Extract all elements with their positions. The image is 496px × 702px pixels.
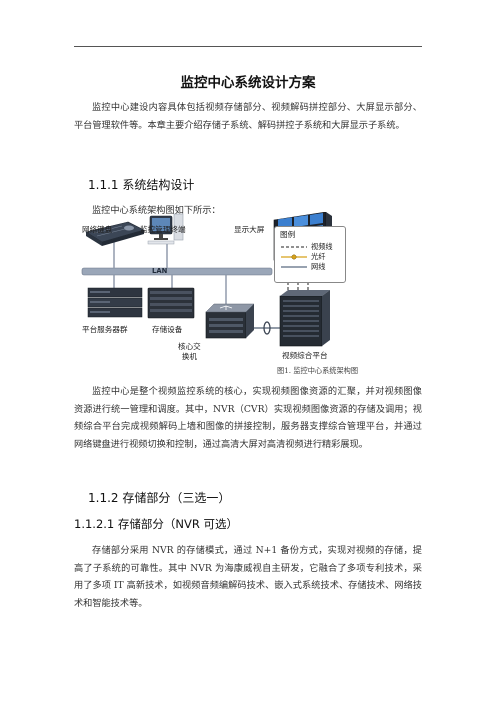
label-core-switch: 核心交 换机 xyxy=(178,342,201,361)
section-heading-1-1-2: 1.1.2 存储部分（三选一） xyxy=(88,491,231,505)
label-management-terminal: 监控管理终端 xyxy=(140,225,186,234)
management-terminal-icon xyxy=(147,213,184,245)
fiber-connector xyxy=(263,321,271,335)
storage-device-icon xyxy=(147,287,195,319)
legend-item-network: 网线 xyxy=(311,262,326,271)
section-heading-1-1-1: 1.1.1 系统结构设计 xyxy=(88,178,195,192)
server-group-icon xyxy=(87,287,143,318)
section-heading-1-1-2-1: 1.1.2.1 存储部分（NVR 可选） xyxy=(74,517,239,531)
core-switch-icon xyxy=(205,303,255,339)
architecture-diagram-graphic xyxy=(81,211,332,347)
intro-paragraph: 监控中心建设内容具体包括视频存储部分、视频解码拼控部分、大屏显示部分、平台管理软… xyxy=(74,102,422,131)
label-lan: LAN xyxy=(152,267,168,275)
legend-title: 图例 xyxy=(280,230,296,239)
label-display-wall: 显示大屏 xyxy=(234,225,265,234)
diagram-legend: 图例 视频线 光纤 网线 xyxy=(274,226,346,283)
architecture-description: 监控中心是整个视频监控系统的核心，实现视频图像资源的汇聚，并对视频图像资源进行统… xyxy=(74,386,422,450)
lan-bus xyxy=(81,267,273,276)
legend-item-video: 视频线 xyxy=(311,242,333,251)
legend-swatches xyxy=(281,246,307,268)
legend-item-fiber: 光纤 xyxy=(311,252,326,261)
architecture-diagram: 网络键盘 监控管理终端 显示大屏 LAN 平台服务器群 存储设备 核心交 换机 … xyxy=(74,211,422,382)
label-video-platform: 视频综合平台 xyxy=(282,351,328,360)
nvr-description: 存储部分采用 NVR 的存储模式，通过 N+1 备份方式，实现对视频的存储，提高… xyxy=(74,545,422,609)
network-keyboard-icon xyxy=(85,221,145,246)
label-storage-device: 存储设备 xyxy=(152,325,183,334)
header-rule xyxy=(74,46,422,47)
page-title: 监控中心系统设计方案 xyxy=(180,75,316,91)
figure-lead-text: 监控中心系统架构图如下所示： xyxy=(92,205,221,216)
video-platform-icon xyxy=(279,290,330,347)
label-network-keyboard: 网络键盘 xyxy=(82,225,113,234)
figure-caption: 图1. 监控中心系统架构图 xyxy=(277,366,359,375)
label-server-group: 平台服务器群 xyxy=(82,325,128,334)
